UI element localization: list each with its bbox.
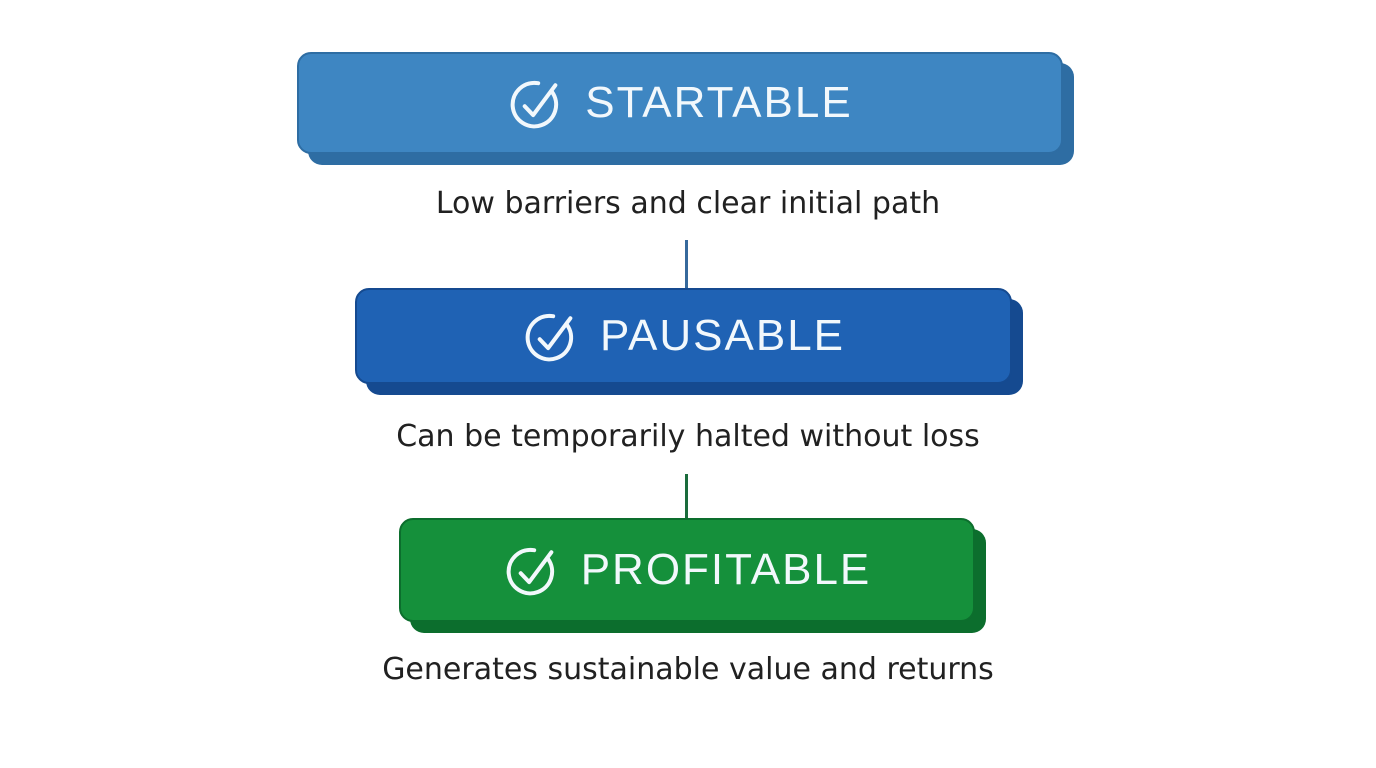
step-box-pausable: PAUSABLE [355, 288, 1012, 384]
connector-line [685, 240, 688, 289]
check-circle-icon [510, 80, 559, 129]
step-box-startable: STARTABLE [297, 52, 1063, 154]
step-description: Can be temporarily halted without loss [396, 419, 980, 454]
step-box-profitable: PROFITABLE [399, 518, 975, 622]
step-label: PROFITABLE [580, 545, 872, 594]
step-description: Low barriers and clear initial path [435, 186, 941, 221]
step-label: STARTABLE [585, 78, 853, 127]
step-label: PAUSABLE [599, 311, 846, 360]
connector-line [685, 474, 688, 519]
check-circle-icon [525, 313, 574, 362]
check-circle-icon [506, 547, 554, 596]
step-description: Generates sustainable value and returns [382, 652, 994, 687]
